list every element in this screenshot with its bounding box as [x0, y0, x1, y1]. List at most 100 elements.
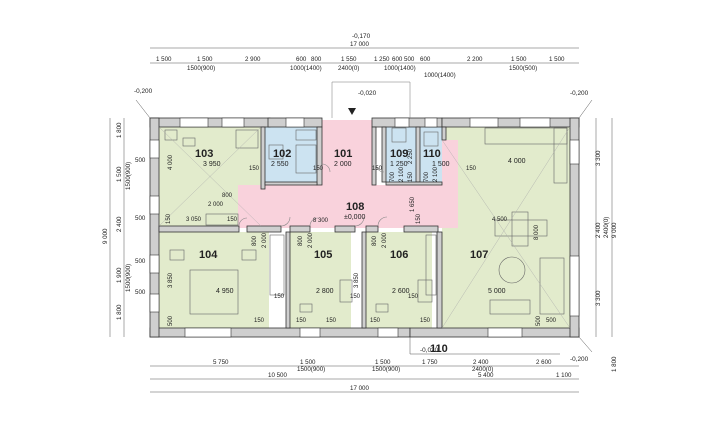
dim-top: 1 500: [511, 56, 527, 63]
inner-dim: 2 000: [308, 232, 314, 248]
inner-dim: 4 500: [492, 217, 508, 223]
inner-dim: 2 100: [399, 166, 405, 182]
inner-dim: 150: [350, 294, 361, 300]
dim-left: 1 800: [116, 304, 123, 320]
room-103-number: 103: [195, 148, 213, 160]
room-104-area: 4 950: [216, 288, 234, 295]
room-105-area: 2 800: [316, 288, 334, 295]
room-labels: 103 3 950 102 2 550 101 2 000 109 1 250 …: [195, 148, 526, 355]
dims-left: 9 000 1 800 1 500 2 400 1 900 1 800 1500…: [102, 122, 146, 320]
inner-dim: 150: [420, 318, 431, 324]
inner-dim: 700: [424, 171, 430, 182]
fill-109: [386, 127, 416, 182]
inner-dim: 150: [313, 166, 324, 172]
furniture: [164, 127, 568, 315]
level-corner-tl: -0,200: [134, 88, 153, 95]
room-108-number: 108: [346, 201, 364, 213]
room-108-width: 8 300: [313, 218, 329, 224]
room-104-number: 104: [199, 249, 218, 261]
fill-104: [159, 232, 269, 328]
inner-dim: 700: [390, 171, 396, 182]
room-108-level: ±0,000: [344, 214, 365, 221]
inner-dim: 3 850: [168, 272, 174, 288]
dim-left: 1 500: [116, 166, 123, 182]
dim-bottom: 1 500: [375, 359, 391, 366]
dim-bottom: 1 750: [422, 359, 438, 366]
inner-dim: 8 000: [534, 224, 540, 240]
dim-top: 500: [404, 56, 415, 63]
dim-left-total: 9 000: [102, 228, 109, 244]
dim-top-sub: 1000(1400): [424, 72, 456, 79]
dim-left: 1 900: [116, 267, 123, 283]
entrance: -0,020: [331, 81, 411, 118]
dim-left-sub: 1500(900): [125, 162, 132, 190]
dim-left: 2 400: [116, 216, 123, 232]
room-101-area: 2 000: [334, 161, 352, 168]
inner-dim: 2 100: [433, 166, 439, 182]
inner-dim: 800: [252, 235, 258, 246]
dim-left-wall: 500: [135, 258, 146, 265]
inner-dim: 800: [222, 193, 233, 199]
dim-right-sub: 2400(0): [603, 217, 610, 238]
room-105-number: 105: [314, 249, 332, 261]
room-102-area: 2 550: [271, 161, 289, 168]
inner-dim: 150: [296, 318, 307, 324]
dim-top: 600: [392, 56, 403, 63]
dim-top: 2 200: [467, 56, 483, 63]
inner-dim: 500: [536, 315, 542, 326]
level-corner-br: -0,200: [570, 356, 589, 363]
inner-dim: 4 000: [168, 154, 174, 170]
dim-bottom-sub: 1500(900): [297, 366, 325, 373]
room-109-number: 109: [390, 148, 408, 160]
room-110-area: 1 500: [432, 161, 450, 168]
dim-bottom-sub: 2400(0): [472, 366, 493, 373]
room-101-number: 101: [334, 148, 352, 160]
inner-dim: 150: [326, 318, 337, 324]
inner-dim: 150: [408, 294, 419, 300]
dim-top-sub: 1500(500): [509, 65, 537, 72]
doors: [238, 163, 388, 227]
room-103-area: 3 950: [203, 161, 221, 168]
opening-lines: [158, 126, 571, 329]
room-110-number: 110: [423, 148, 441, 160]
dim-top: 1 550: [341, 56, 357, 63]
inner-dim: 150: [466, 166, 477, 172]
dims-bottom: -0,020 -0,200 5 750 1 500 1 500 1 750 2 …: [213, 347, 589, 392]
dim-right-total: 9 000: [611, 222, 618, 238]
dim-top: 1 500: [197, 56, 213, 63]
room-109-area: 1 250: [390, 161, 408, 168]
dim-top-sub: 1500(900): [187, 65, 215, 72]
dim-top-sub: 1000(1400): [290, 65, 322, 72]
room-107-number: 107: [470, 249, 488, 261]
level-corner-tr: -0,200: [570, 90, 589, 97]
inner-dim: 150: [372, 166, 383, 172]
inner-dim: 3 850: [354, 272, 360, 288]
fill-110: [420, 127, 442, 182]
dim-bottom: 2 600: [536, 359, 552, 366]
inner-dim: 150: [249, 166, 260, 172]
dim-right: 3 300: [595, 150, 602, 166]
inner-dim: 800: [298, 235, 304, 246]
fill-108: [238, 140, 458, 228]
inner-dim: 800: [372, 235, 378, 246]
dim-bottom: 2 400: [473, 359, 489, 366]
dim-top: 800: [311, 56, 322, 63]
fill-101: [322, 120, 372, 185]
room-102-number: 102: [273, 148, 291, 160]
dim-right: 2 400: [595, 222, 602, 238]
inner-dim: 150: [370, 318, 381, 324]
inner-dim: 3 050: [186, 217, 202, 223]
dim-top: 1 500: [156, 56, 172, 63]
dim-top: 1 500: [549, 56, 565, 63]
inner-dim: 2 000: [208, 202, 224, 208]
dim-top-sub: 2400(0): [338, 65, 359, 72]
room-107-area-2: 4 000: [508, 158, 526, 165]
inner-dim: 150: [408, 171, 414, 182]
dim-bottom-mid: 10 500: [268, 372, 287, 379]
room-106-number: 106: [390, 249, 408, 261]
dim-bottom-mid: 5 400: [478, 372, 494, 379]
dim-left: 1 800: [116, 122, 123, 138]
dim-top: 1 250: [374, 56, 390, 63]
dim-top-total: 17 000: [350, 41, 369, 48]
dim-bottom-sub: 1500(900): [372, 366, 400, 373]
